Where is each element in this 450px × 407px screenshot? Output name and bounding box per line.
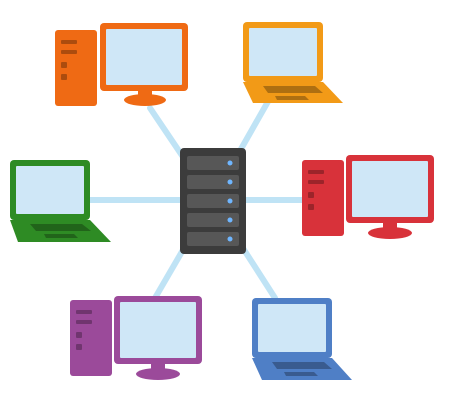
server-led-icon: [227, 160, 233, 166]
server-led-icon: [227, 236, 233, 242]
server-slots: [187, 156, 239, 246]
server-slot: [187, 232, 239, 246]
server-slot: [187, 156, 239, 170]
server-rack-icon: [180, 148, 246, 254]
laptop-icon: [243, 22, 343, 103]
desktop-computer-icon: [70, 296, 202, 380]
desktop-computer-icon: [302, 155, 434, 239]
server-led-icon: [227, 179, 233, 185]
server-led-icon: [227, 217, 233, 223]
server-slot: [187, 213, 239, 227]
desktop-computer-icon: [55, 23, 188, 106]
laptop-icon: [10, 160, 111, 242]
server-slot: [187, 175, 239, 189]
server-led-icon: [227, 198, 233, 204]
server-slot: [187, 194, 239, 208]
laptop-icon: [252, 298, 352, 380]
